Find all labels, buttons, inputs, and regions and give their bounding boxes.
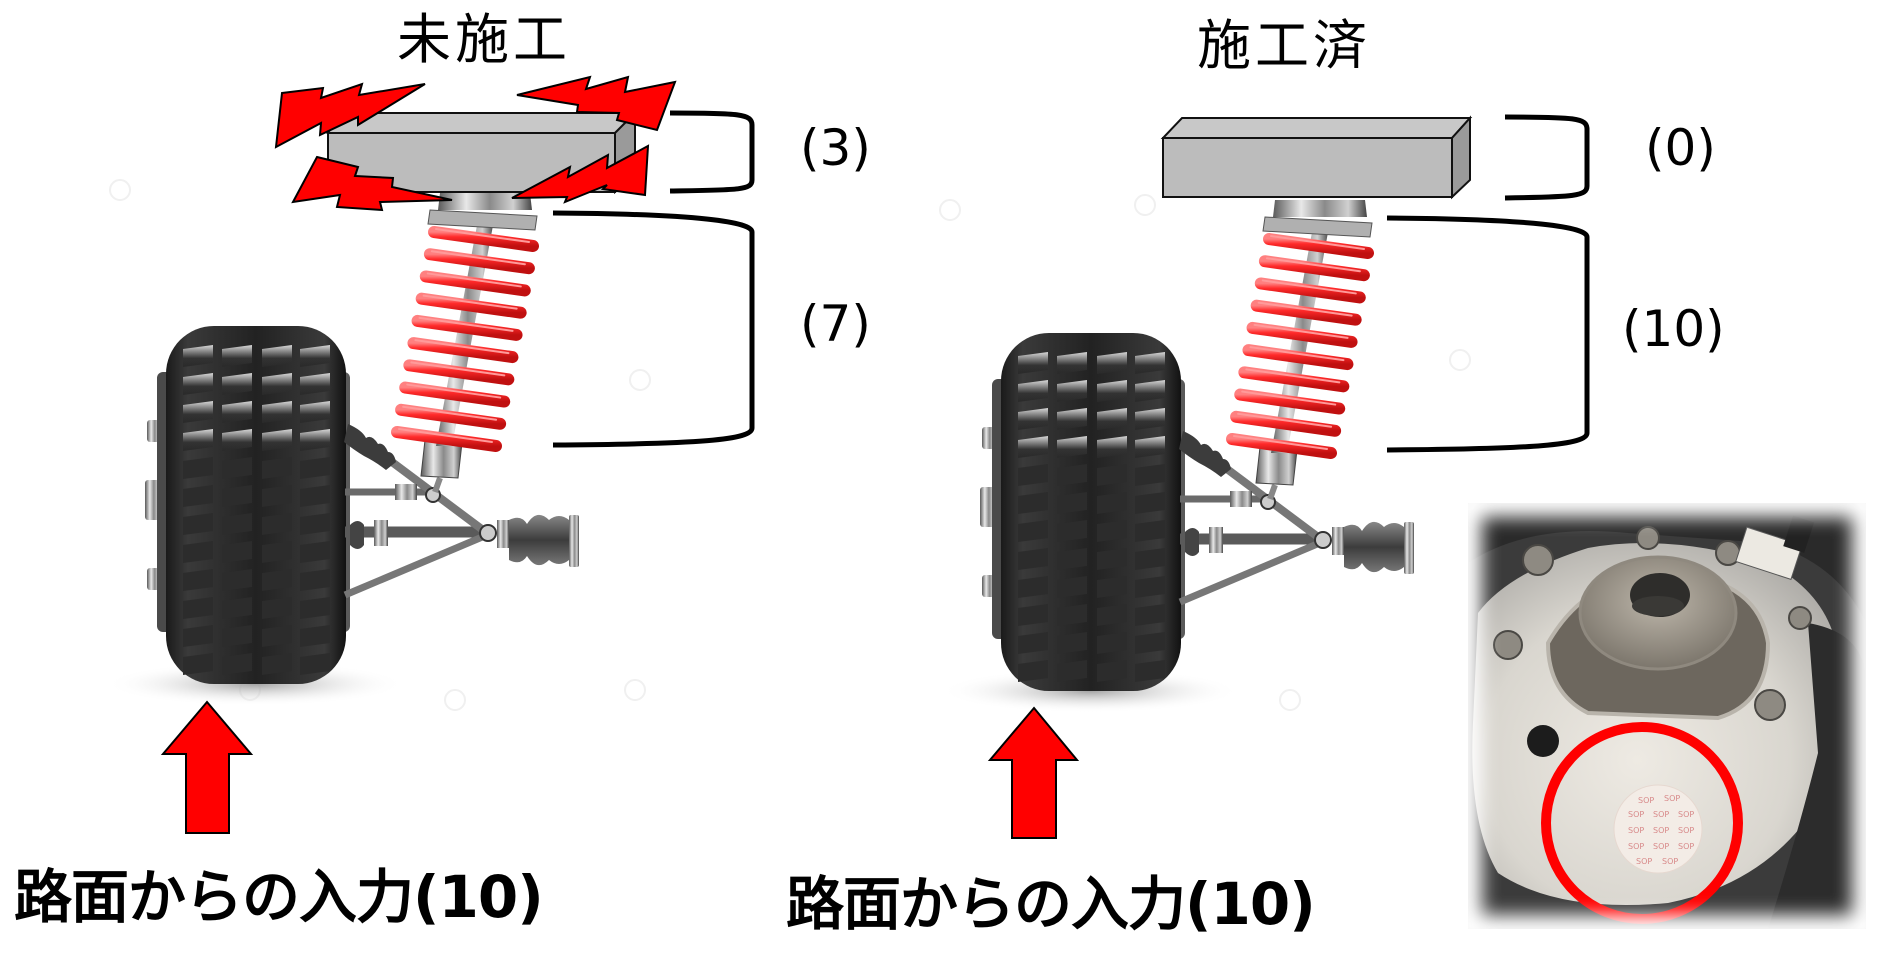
svg-text:SOP: SOP bbox=[1664, 794, 1680, 803]
right-body-block bbox=[1160, 115, 1473, 200]
vibration-bolt-icon bbox=[274, 82, 426, 149]
svg-text:SOP: SOP bbox=[1678, 826, 1694, 835]
right-panel-title: 施工済 bbox=[1197, 14, 1371, 77]
left-suspension-assembly bbox=[105, 193, 579, 706]
body-vibration-bracket bbox=[669, 110, 755, 194]
highlight-circle-icon bbox=[1541, 722, 1743, 924]
right-brackets bbox=[1386, 114, 1590, 453]
right-body-value-label: (0) bbox=[1645, 119, 1716, 177]
road-input-arrow-icon bbox=[987, 706, 1080, 839]
road-input-arrow-icon bbox=[160, 700, 254, 834]
right-suspension-illustration bbox=[940, 200, 1414, 713]
spring-absorption-bracket bbox=[552, 210, 755, 448]
left-brackets bbox=[552, 110, 755, 448]
svg-text:SOP: SOP bbox=[1628, 842, 1644, 851]
svg-text:SOP: SOP bbox=[1628, 810, 1644, 819]
vibration-bolt-icon bbox=[511, 144, 650, 204]
svg-text:SOP: SOP bbox=[1653, 810, 1669, 819]
svg-text:SOP: SOP bbox=[1628, 826, 1644, 835]
right-suspension-assembly bbox=[940, 200, 1414, 713]
left-spring-value-label: (7) bbox=[800, 295, 871, 353]
svg-text:SOP: SOP bbox=[1636, 857, 1652, 866]
left-suspension-illustration bbox=[105, 193, 579, 706]
svg-text:SOP: SOP bbox=[1678, 842, 1694, 851]
sticker bbox=[1613, 784, 1703, 874]
vibration-bolts bbox=[274, 75, 677, 212]
left-panel-title: 未施工 bbox=[397, 8, 571, 71]
right-road-input-label: 路面からの入力(10) bbox=[786, 870, 1316, 938]
body-vibration-bracket bbox=[1504, 114, 1590, 201]
vibration-bolt-icon bbox=[516, 75, 677, 132]
svg-text:SOP: SOP bbox=[1662, 857, 1678, 866]
vibration-bolt-icon bbox=[291, 155, 453, 212]
right-spring-value-label: (10) bbox=[1622, 300, 1725, 358]
spring-absorption-bracket bbox=[1386, 215, 1590, 453]
svg-text:SOP: SOP bbox=[1653, 842, 1669, 851]
svg-text:SOP: SOP bbox=[1653, 826, 1669, 835]
svg-text:SOP: SOP bbox=[1678, 810, 1694, 819]
left-road-input-label: 路面からの入力(10) bbox=[14, 863, 544, 931]
left-body-value-label: (3) bbox=[800, 119, 871, 177]
svg-text:SOP: SOP bbox=[1638, 796, 1654, 805]
